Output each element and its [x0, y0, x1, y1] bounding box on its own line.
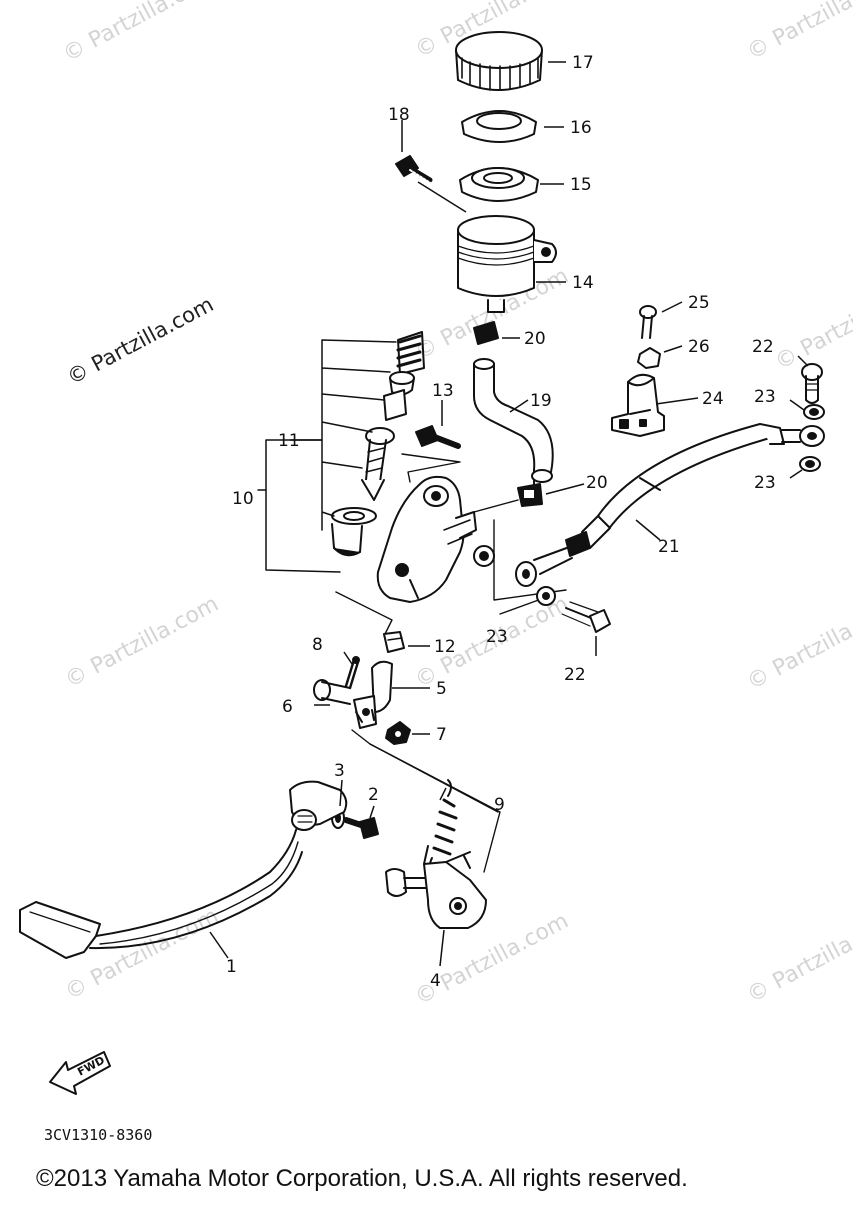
small-nut-part: [637, 347, 661, 369]
callout-22-upper: 22: [752, 337, 774, 357]
push-rod-part: [361, 427, 395, 501]
callout-10: 10: [232, 489, 254, 509]
hose-clip-part-lower: [517, 483, 543, 507]
callout-22-lower: 22: [564, 665, 586, 685]
watermark-lower-right: © Partzilla.com: [743, 594, 853, 696]
leader-lines: [209, 61, 809, 967]
crush-washer-upper-part: [803, 404, 825, 420]
callout-1: 1: [226, 957, 237, 977]
crush-washer-left-part: [473, 545, 495, 567]
reservoir-hose-part: [473, 358, 554, 485]
callout-labels: 17 16 15 18 14 20 13 19 20 25 26 24 22 2…: [226, 53, 776, 991]
callout-26: 26: [688, 337, 710, 357]
diaphragm-plate-part: [461, 110, 537, 143]
callout-2: 2: [368, 785, 379, 805]
callout-15: 15: [570, 175, 592, 195]
callout-17: 17: [572, 53, 594, 73]
diagram-code: 3CV1310-8360: [44, 1126, 152, 1144]
callout-25: 25: [688, 293, 710, 313]
callout-19: 19: [530, 391, 552, 411]
callout-14: 14: [572, 273, 594, 293]
union-bolt-part: [639, 305, 657, 339]
callout-11: 11: [278, 431, 300, 451]
brake-hose-part: [515, 423, 825, 587]
callout-4: 4: [430, 971, 441, 991]
pivot-bolt-part: [343, 817, 379, 839]
callout-18: 18: [388, 105, 410, 125]
reservoir-tank-part: [457, 215, 557, 313]
callout-8: 8: [312, 635, 323, 655]
nut-part: [385, 721, 411, 745]
cotter-pin-part: [344, 656, 360, 690]
callout-23-lower: 23: [754, 473, 776, 493]
callout-23-upper: 23: [754, 387, 776, 407]
joint-part: [383, 631, 405, 653]
brake-pedal-part: [19, 780, 348, 959]
callout-20-lower: 20: [586, 473, 608, 493]
dust-boot-part: [331, 507, 377, 557]
master-cylinder-body-part: [376, 475, 477, 603]
hose-guide-part: [611, 373, 665, 437]
group-bracket-lines: [258, 339, 397, 573]
hose-clip-part-upper: [473, 321, 499, 345]
union-bolt-lower-part: [561, 601, 611, 633]
watermark-mid-right: © Partzilla.com: [771, 274, 853, 376]
callout-7: 7: [436, 725, 447, 745]
callout-23-left: 23: [486, 627, 508, 647]
crush-washer-lower-part: [799, 456, 821, 472]
union-bolt-upper-part: [801, 363, 823, 404]
callout-16: 16: [570, 118, 592, 138]
watermark-mid-center: © Partzilla.com: [411, 264, 573, 366]
brake-shaft-part: [385, 845, 487, 929]
piston-spring-part: [396, 331, 425, 375]
callout-5: 5: [436, 679, 447, 699]
clevis-pin-part: [313, 679, 351, 705]
screw-part: [395, 155, 433, 185]
callout-24: 24: [702, 389, 724, 409]
crush-washer-right-part: [536, 586, 556, 606]
piston-part: [383, 389, 407, 421]
watermark-bottom-right: © Partzilla.com: [743, 907, 853, 1009]
callout-3: 3: [334, 761, 345, 781]
watermark-top-left: © Partzilla.com: [59, 0, 221, 67]
watermark-dark: © Partzilla.com: [63, 292, 217, 389]
callout-9: 9: [494, 795, 505, 815]
watermark-lower-left: © Partzilla.com: [61, 592, 223, 694]
callout-20-upper: 20: [524, 329, 546, 349]
diaphragm-part: [459, 167, 539, 202]
callout-6: 6: [282, 697, 293, 717]
connector-bolt-part: [415, 425, 461, 449]
callout-12: 12: [434, 637, 456, 657]
reservoir-cap-part: [455, 31, 543, 91]
clevis-part: [353, 660, 393, 729]
watermark-top-right: © Partzilla.com: [743, 0, 853, 65]
callout-13: 13: [432, 381, 454, 401]
forward-arrow-icon: [49, 1051, 111, 1095]
callout-21: 21: [658, 537, 680, 557]
copyright-notice: ©2013 Yamaha Motor Corporation, U.S.A. A…: [36, 1165, 688, 1192]
